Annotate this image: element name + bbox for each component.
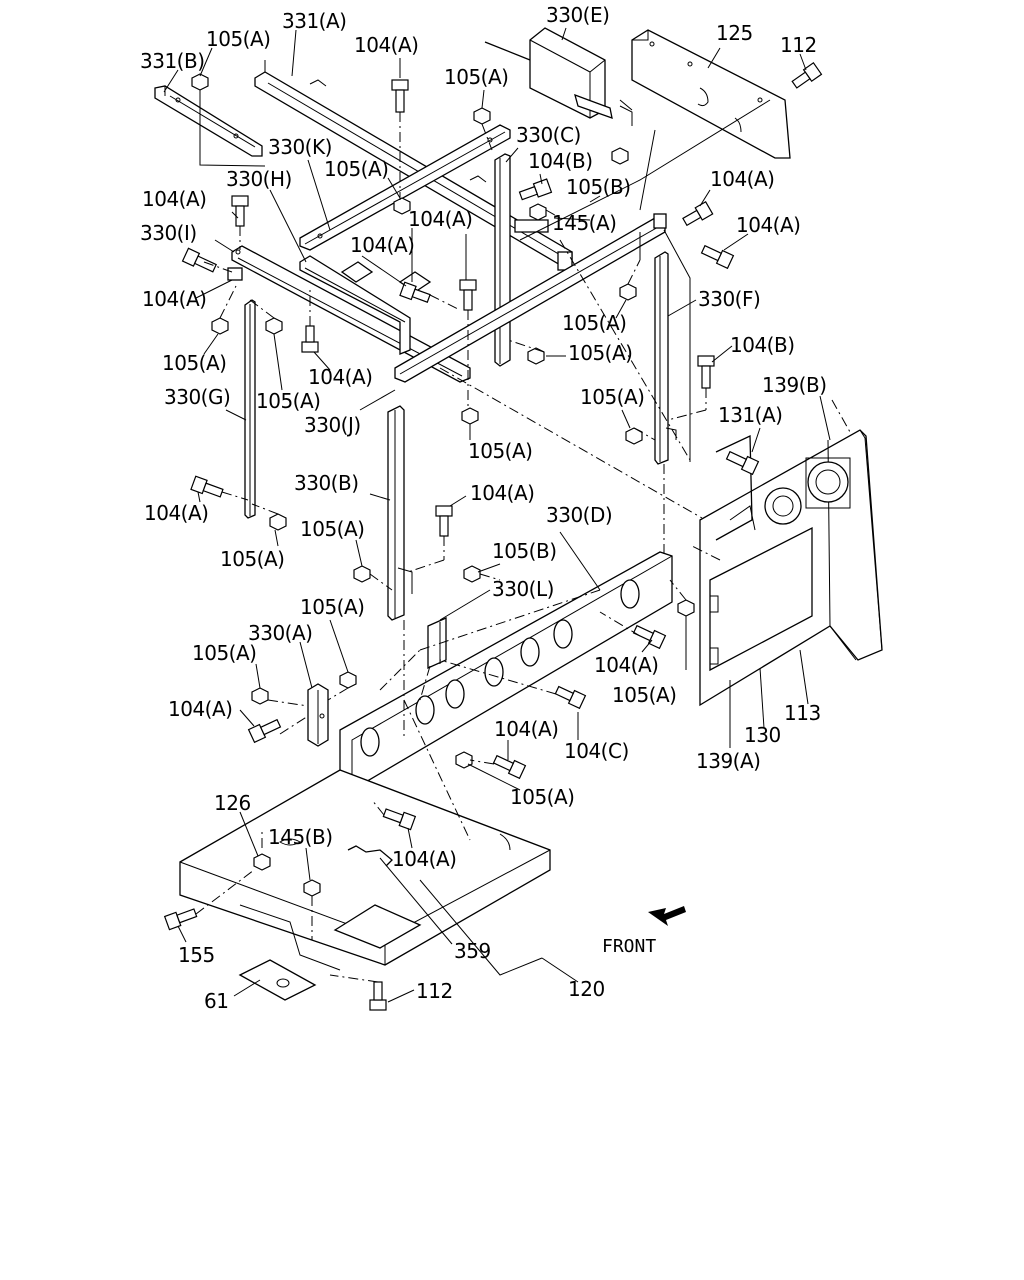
label-105a: 105(A) (580, 385, 644, 409)
label-330a: 330(A) (248, 621, 312, 645)
post-330g (244, 299, 256, 519)
pan-120 (179, 769, 551, 971)
bolts (163, 61, 823, 1011)
label-113: 113 (784, 701, 821, 725)
alignment-lines (195, 112, 851, 983)
label-105a: 105(A) (468, 439, 532, 463)
member-330k (299, 124, 511, 251)
label-330d: 330(D) (546, 503, 612, 527)
bracket-330e (484, 27, 633, 126)
label-331a: 331(A) (282, 9, 346, 33)
label-104a: 104(A) (308, 365, 372, 389)
label-104a: 104(A) (408, 207, 472, 231)
label-359: 359 (454, 939, 491, 963)
rail-330j (394, 213, 691, 462)
label-139b: 139(B) (762, 373, 827, 397)
label-105b: 105(B) (492, 539, 557, 563)
label-145b: 145(B) (268, 825, 333, 849)
label-105a: 105(A) (568, 341, 632, 365)
label-139a: 139(A) (696, 749, 760, 773)
label-104a: 104(A) (142, 187, 206, 211)
label-104c: 104(C) (564, 739, 629, 763)
label-105a: 105(A) (562, 311, 626, 335)
label-105a: 105(A) (220, 547, 284, 571)
label-104a: 104(A) (710, 167, 774, 191)
label-330k: 330(K) (268, 135, 332, 159)
bracket-331b (154, 85, 263, 157)
label-130: 130 (744, 723, 781, 747)
label-330i: 330(I) (140, 221, 197, 245)
label-105a: 105(A) (300, 517, 364, 541)
label-105a: 105(A) (206, 27, 270, 51)
post-330f (654, 251, 677, 465)
label-112: 112 (416, 979, 453, 1003)
label-330h: 330(H) (226, 167, 292, 191)
label-105b: 105(B) (566, 175, 631, 199)
label-104a: 104(A) (470, 481, 534, 505)
label-61: 61 (204, 989, 228, 1013)
label-105a: 105(A) (324, 157, 388, 181)
label-105a: 105(A) (300, 595, 364, 619)
label-330j: 330(J) (304, 413, 361, 437)
label-104a: 104(A) (354, 33, 418, 57)
part-labels: 331(A) 105(A) 331(B) 104(A) 330(E) 105(A… (140, 3, 827, 1013)
label-112: 112 (780, 33, 817, 57)
label-330f: 330(F) (698, 287, 760, 311)
label-104b: 104(B) (730, 333, 795, 357)
frame-drawing (154, 27, 883, 1011)
label-104a: 104(A) (494, 717, 558, 741)
label-104a: 104(A) (350, 233, 414, 257)
label-145a: 145(A) (552, 211, 616, 235)
bracket-330l (427, 616, 447, 670)
label-330c: 330(C) (516, 123, 581, 147)
label-104a: 104(A) (144, 501, 208, 525)
label-105a: 105(A) (256, 389, 320, 413)
label-105a: 105(A) (612, 683, 676, 707)
post-330b (387, 405, 413, 621)
label-330l: 330(L) (492, 577, 554, 601)
label-105a: 105(A) (192, 641, 256, 665)
label-105a: 105(A) (510, 785, 574, 809)
panel-113 (699, 429, 883, 707)
label-104a: 104(A) (142, 287, 206, 311)
label-330e: 330(E) (546, 3, 609, 27)
label-125: 125 (716, 21, 753, 45)
label-105a: 105(A) (444, 65, 508, 89)
rail-331a (254, 60, 573, 271)
label-104b: 104(B) (528, 149, 593, 173)
label-155: 155 (178, 943, 215, 967)
label-331b: 331(B) (140, 49, 205, 73)
label-104a: 104(A) (168, 697, 232, 721)
label-104a: 104(A) (594, 653, 658, 677)
label-104a: 104(A) (736, 213, 800, 237)
label-104a: 104(A) (392, 847, 456, 871)
label-330g: 330(G) (164, 385, 230, 409)
front-label: FRONT (602, 936, 656, 957)
clip-359 (347, 845, 393, 867)
label-126: 126 (214, 791, 251, 815)
plate-61 (238, 959, 317, 1001)
label-131a: 131(A) (718, 403, 782, 427)
label-330b: 330(B) (294, 471, 359, 495)
label-120: 120 (568, 977, 605, 1001)
bracket-330a (307, 683, 329, 747)
front-arrow-icon (648, 906, 686, 926)
leader-lines (163, 27, 831, 1003)
label-105a: 105(A) (162, 351, 226, 375)
plate-125 (631, 29, 791, 159)
